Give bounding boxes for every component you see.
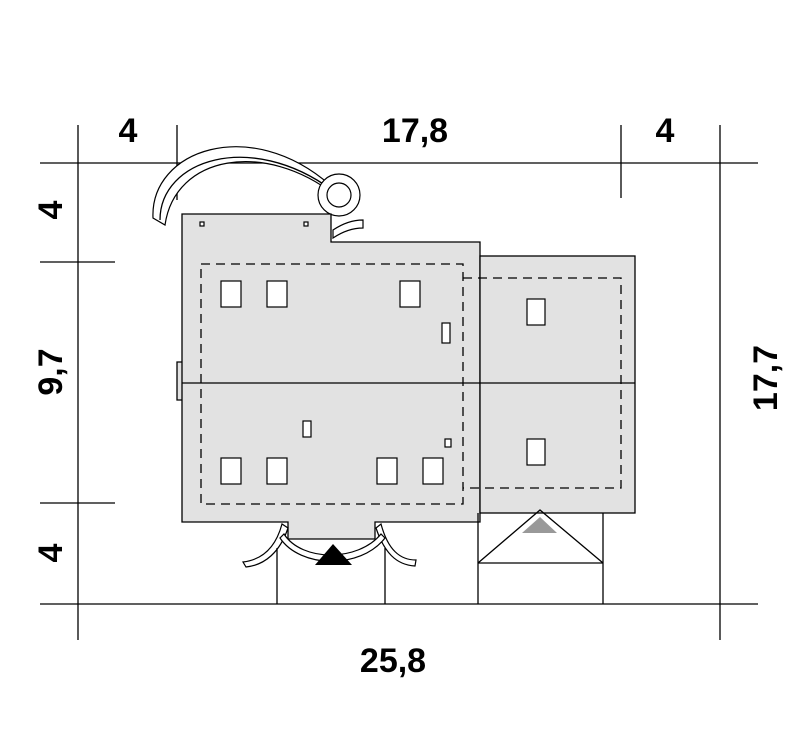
terrace-arc — [152, 146, 364, 240]
roof-windows — [220, 280, 546, 485]
dim-right-total: 17,7 — [747, 345, 785, 411]
dimension-lines — [40, 125, 758, 640]
dim-left-middle: 9,7 — [32, 348, 70, 395]
dim-top-left: 4 — [119, 112, 138, 150]
house-roof — [176, 213, 636, 540]
garage-entrance-arrow-icon — [522, 517, 557, 533]
dim-bottom-total: 25,8 — [360, 642, 426, 680]
dim-left-bottom: 4 — [32, 543, 70, 562]
dim-top-right: 4 — [656, 112, 675, 150]
chimney — [199, 221, 205, 227]
dimension-labels: 4 17,8 4 4 9,7 4 17,7 25,8 — [32, 112, 785, 680]
wing-wall-outline — [463, 277, 622, 489]
wall-outline — [200, 263, 464, 505]
dim-top-middle: 17,8 — [382, 112, 448, 150]
dim-left-top: 4 — [32, 200, 70, 219]
chimney — [303, 221, 309, 227]
wing-roof — [479, 255, 636, 514]
entrance — [242, 509, 604, 604]
main-entrance-arrow-icon — [315, 544, 352, 565]
main-roof — [181, 213, 481, 540]
